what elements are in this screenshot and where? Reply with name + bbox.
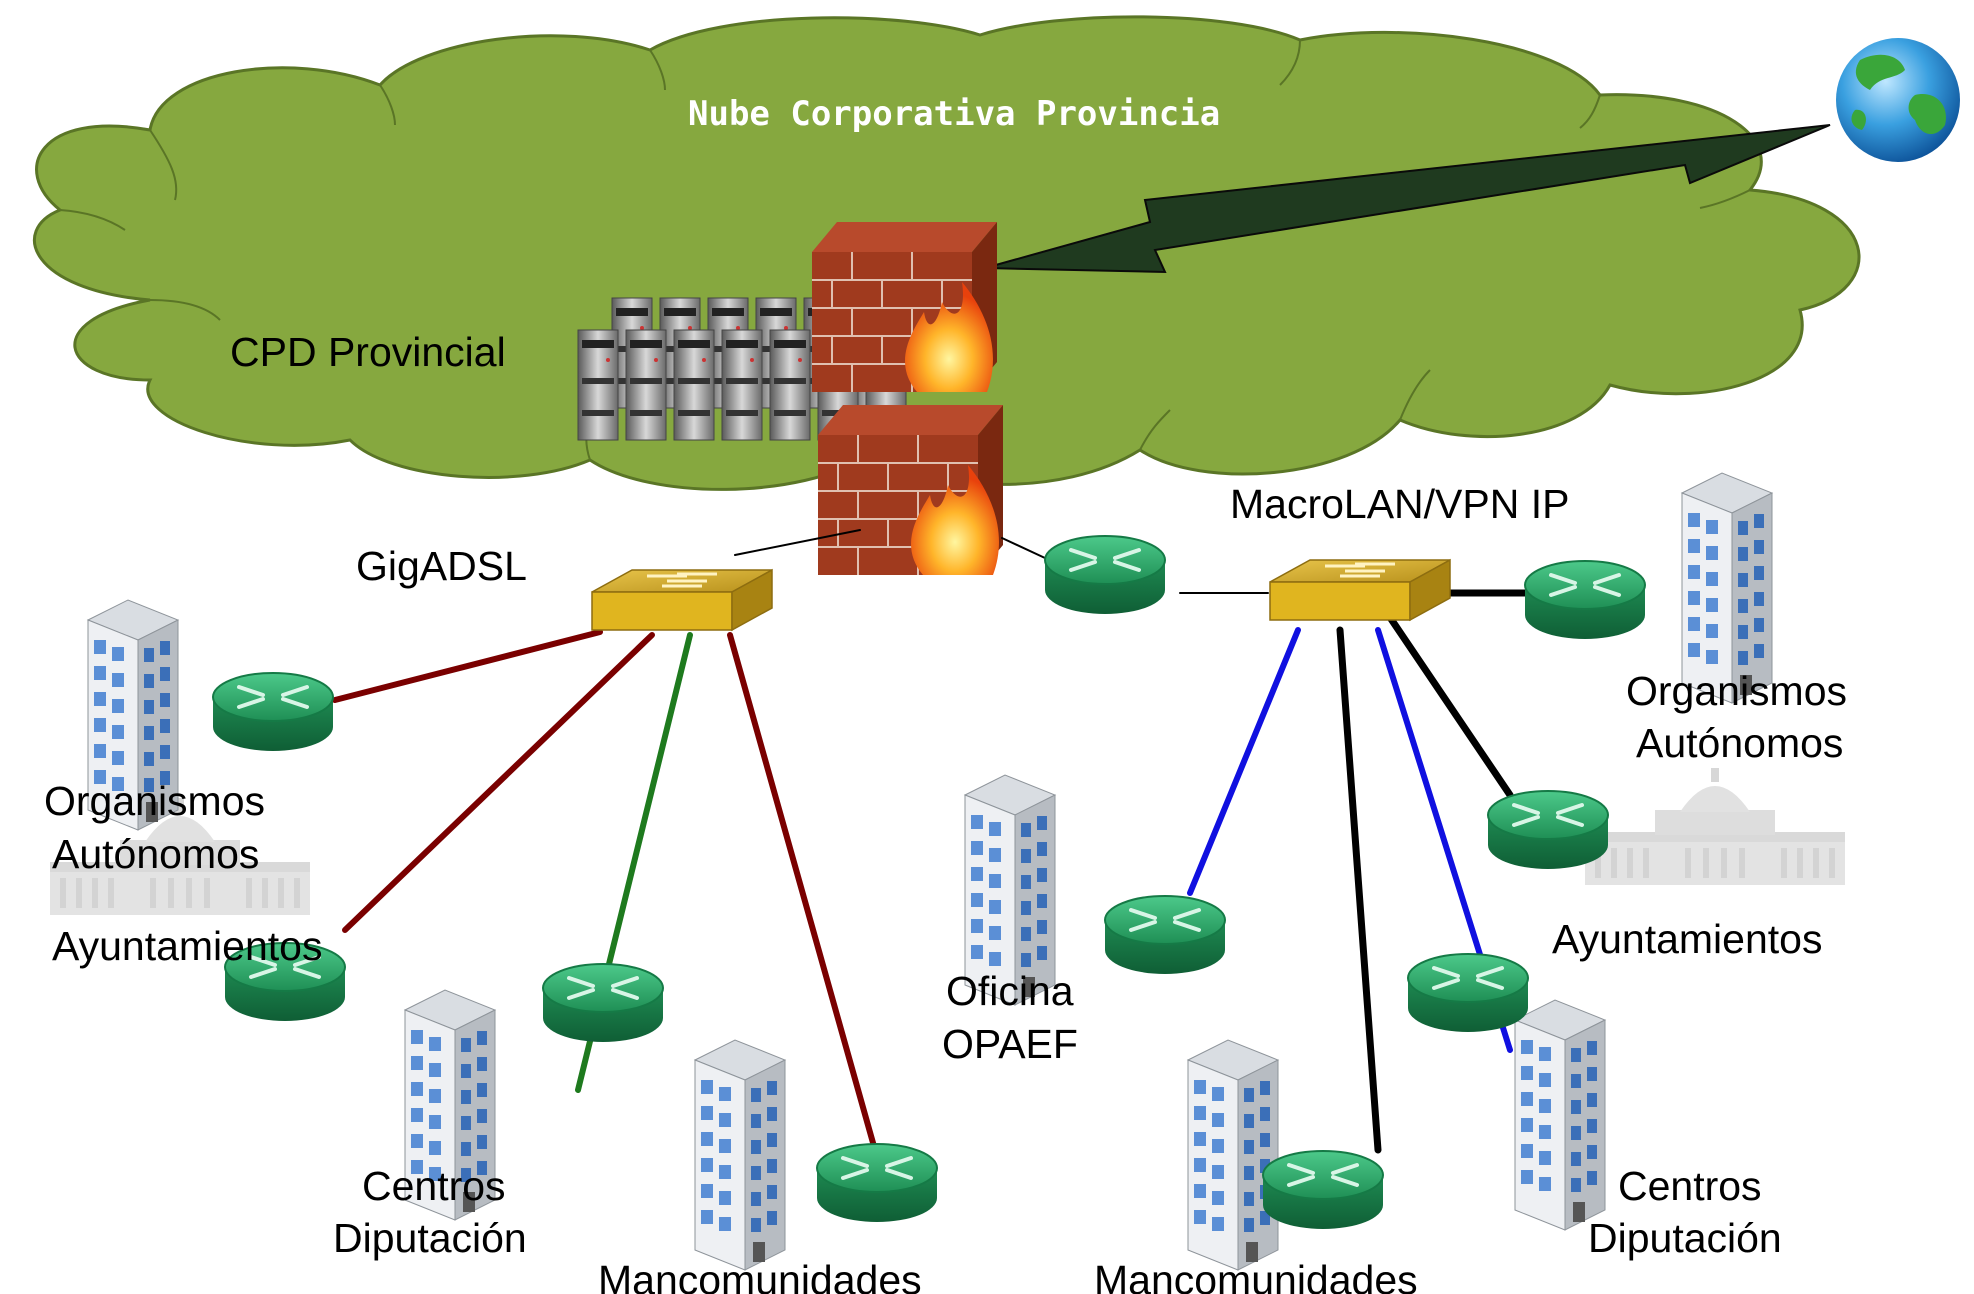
site-label-organismos-right-1: Organismos [1626, 668, 1848, 714]
cloud-title: Nube Corporativa Provincia [688, 94, 1221, 134]
network-label-macrolan: MacroLAN/VPN IP [1230, 481, 1570, 527]
site-label-centros-left-1: Centros [362, 1163, 506, 1209]
site-label-centros-right-2: Diputación [1588, 1215, 1782, 1261]
office-building-icon [1514, 999, 1606, 1231]
router-icon [1486, 789, 1610, 871]
globe-icon [1836, 38, 1960, 162]
firewall-icon [811, 221, 998, 393]
site-label-ayuntamientos-left: Ayuntamientos [52, 923, 323, 969]
switch-icon [590, 568, 774, 632]
router-icon [1406, 952, 1530, 1034]
site-label-centros-left-2: Diputación [333, 1215, 527, 1261]
capitol-building-icon [1585, 768, 1845, 885]
office-building-icon [694, 1039, 786, 1271]
site-label-organismos-left-2: Autónomos [52, 831, 260, 877]
network-links [332, 529, 1534, 1154]
site-label-mancomunidades-right: Mancomunidades [1094, 1257, 1418, 1294]
router-icon [541, 962, 665, 1044]
site-label-centros-right-1: Centros [1618, 1163, 1762, 1209]
internet-link-arrow [984, 124, 1831, 274]
router-icon [1261, 1149, 1385, 1231]
datacenter-label: CPD Provincial [230, 329, 506, 375]
site-label-mancomunidades-left: Mancomunidades [598, 1257, 922, 1294]
site-label-organismos-left-1: Organismos [44, 778, 266, 824]
router-icon [1103, 894, 1227, 976]
switch-icon [1268, 558, 1452, 622]
site-label-oficina-2: OPAEF [942, 1021, 1078, 1067]
router-icon [211, 671, 335, 753]
router-icon [815, 1142, 939, 1224]
office-building-icon [1187, 1039, 1279, 1271]
firewall-icon [817, 404, 1004, 576]
site-label-organismos-right-2: Autónomos [1636, 720, 1844, 766]
network-label-gigadsl: GigADSL [356, 543, 527, 589]
router-icon [1043, 534, 1167, 616]
site-label-ayuntamientos-right: Ayuntamientos [1552, 916, 1823, 962]
router-icon [1523, 559, 1647, 641]
site-label-oficina-1: Oficina [946, 968, 1074, 1014]
